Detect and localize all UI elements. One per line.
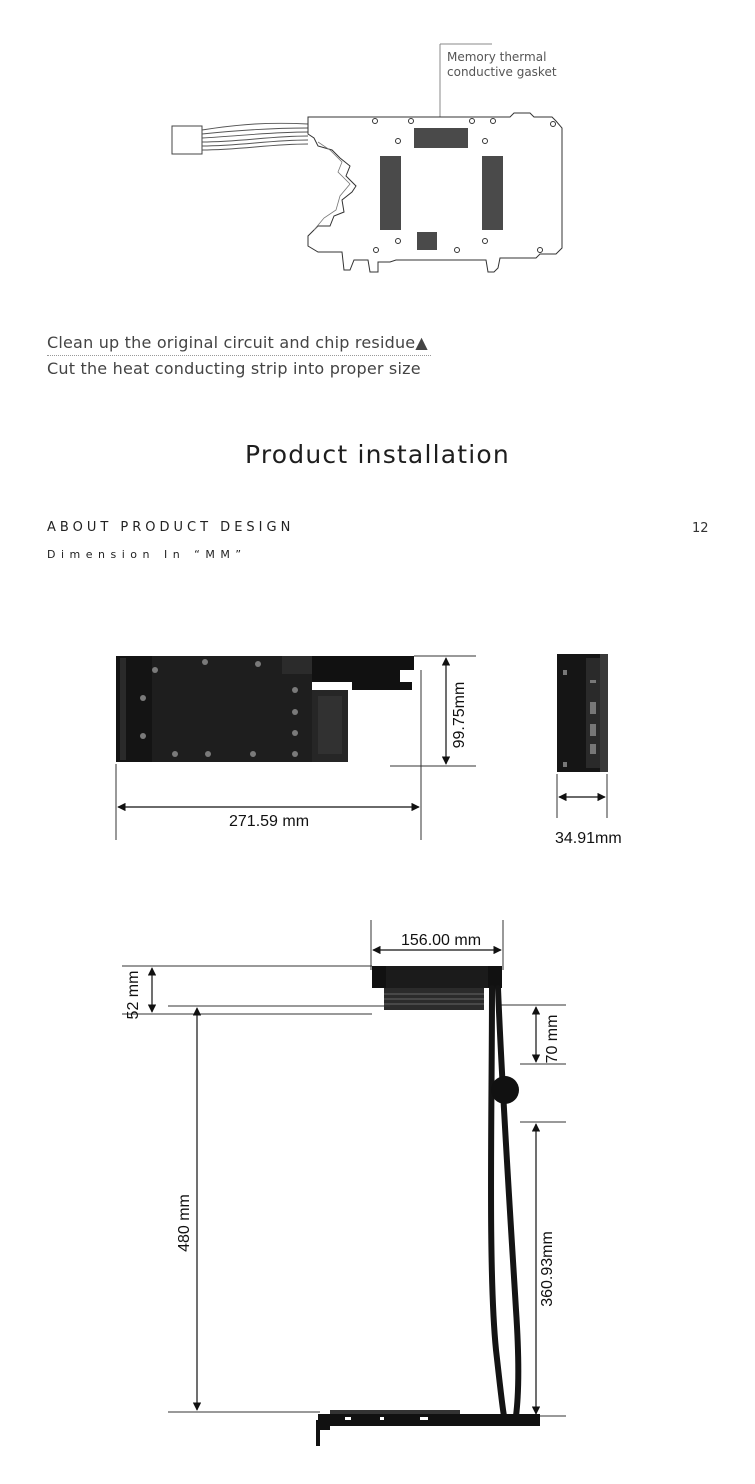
length-label: 271.59 mm (229, 813, 310, 830)
callout-label: Memory thermal conductive gasket (447, 50, 557, 80)
fan-thickness-label: 70 mm (544, 1014, 561, 1064)
card-front-view (116, 656, 414, 762)
thermal-pad (482, 156, 503, 230)
callout-line-1: Memory thermal (447, 50, 547, 64)
step-1: Clean up the original circuit and chip r… (47, 333, 428, 352)
gpu-board-diagram (171, 43, 563, 273)
gpu-card-bottom (316, 1410, 540, 1446)
card-dimension-drawing (115, 654, 608, 840)
thermal-pad (417, 232, 437, 250)
radiator-height-label: 52 mm (125, 970, 142, 1020)
thermal-pad (414, 128, 468, 148)
card-side-view (557, 654, 608, 772)
page-number: 12 (692, 521, 709, 536)
tube-length-label: 480 mm (176, 1194, 193, 1252)
radiator-width-label: 156.00 mm (401, 932, 482, 949)
design-header-title: ABOUT PRODUCT DESIGN (47, 520, 295, 535)
height-label: 99.75mm (451, 681, 468, 749)
section-title: Product installation (245, 440, 510, 469)
radiator (372, 966, 502, 1010)
tube-drop-label: 360.93mm (539, 1231, 556, 1307)
step-divider (47, 355, 431, 356)
radiator-dimension-drawing (122, 920, 566, 1446)
design-header-subtitle: Dimension In “MM” (47, 548, 247, 561)
callout-line-2: conductive gasket (447, 65, 557, 79)
thickness-label: 34.91mm (555, 830, 622, 847)
pump (491, 1076, 519, 1104)
coolant-tubes (488, 985, 522, 1419)
thermal-pad (380, 156, 401, 230)
step-2: Cut the heat conducting strip into prope… (47, 359, 421, 378)
